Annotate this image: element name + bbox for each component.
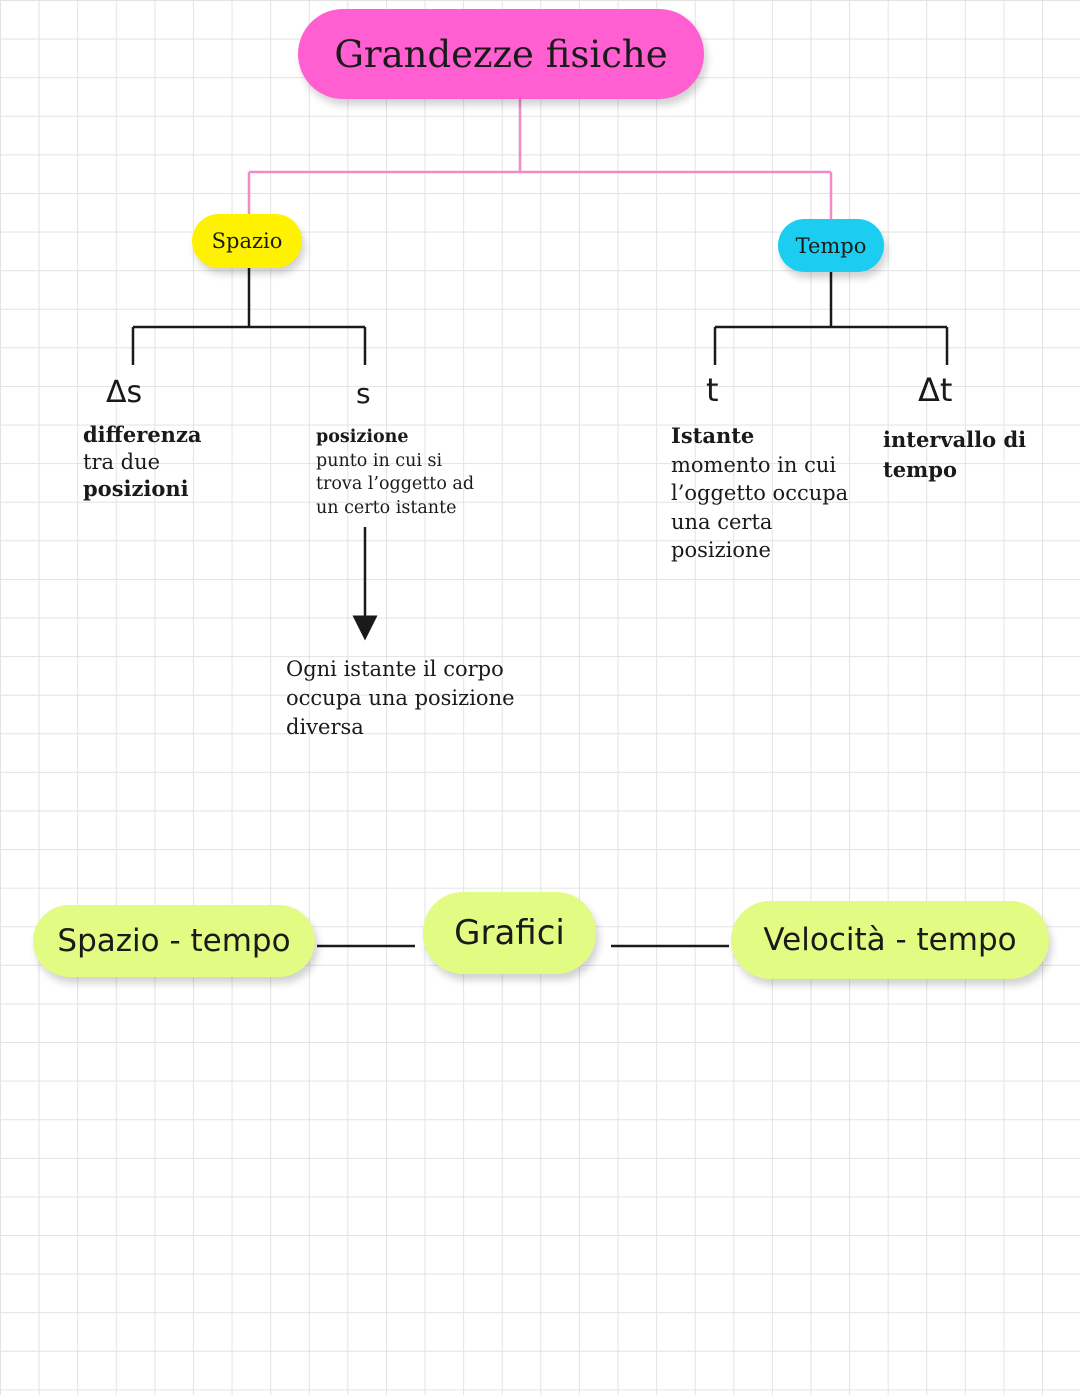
delta-s-desc-line2: tra due: [83, 449, 161, 474]
delta-s-description: differenza tra due posizioni: [83, 422, 201, 503]
s-desc-line3: un certo istante: [316, 497, 457, 518]
grafici-node: Grafici: [423, 892, 596, 974]
delta-s-symbol: Δs: [106, 375, 143, 410]
s-symbol: s: [356, 377, 371, 410]
t-desc-line1: momento in cui: [671, 452, 837, 477]
tempo-node: Tempo: [778, 219, 884, 272]
t-symbol: t: [706, 371, 719, 409]
velocita-tempo-node: Velocità - tempo: [731, 901, 1049, 979]
title-connector: [247, 99, 833, 219]
tempo-connector: [713, 272, 949, 365]
tempo-label: Tempo: [795, 233, 867, 258]
spazio-node: Spazio: [192, 214, 302, 268]
s-desc-line2: trova l’oggetto ad: [316, 474, 475, 495]
s-term: posizione: [316, 427, 409, 447]
spazio-tempo-label: Spazio - tempo: [57, 923, 291, 959]
t-term: Istante: [671, 423, 755, 448]
spazio-label: Spazio: [211, 229, 283, 253]
title-text: Grandezze fisiche: [334, 32, 668, 76]
t-desc-line4: posizione: [671, 538, 771, 563]
t-desc-line3: una certa: [671, 509, 773, 534]
delta-s-desc-line3: posizioni: [83, 475, 189, 501]
s-consequence: Ogni istante il corpo occupa una posizio…: [286, 657, 515, 739]
delta-t-description: intervallo di tempo: [883, 425, 1026, 485]
delta-t-desc-line1: intervallo di: [883, 427, 1027, 452]
s-desc-line1: punto in cui si: [316, 450, 443, 471]
delta-s-desc-line1: differenza: [83, 422, 202, 447]
grafici-label: Grafici: [454, 913, 565, 953]
title-node: Grandezze fisiche: [298, 9, 704, 99]
t-description: Istante momento in cui l’oggetto occupa …: [671, 422, 848, 565]
delta-t-desc-line2: tempo: [883, 456, 957, 482]
velocita-tempo-label: Velocità - tempo: [763, 922, 1017, 958]
s-description: posizione punto in cui si trova l’oggett…: [316, 426, 474, 521]
t-desc-line2: l’oggetto occupa: [671, 481, 849, 506]
spazio-connector: [131, 268, 367, 365]
spazio-tempo-node: Spazio - tempo: [33, 905, 315, 977]
delta-t-symbol: Δt: [918, 371, 953, 409]
